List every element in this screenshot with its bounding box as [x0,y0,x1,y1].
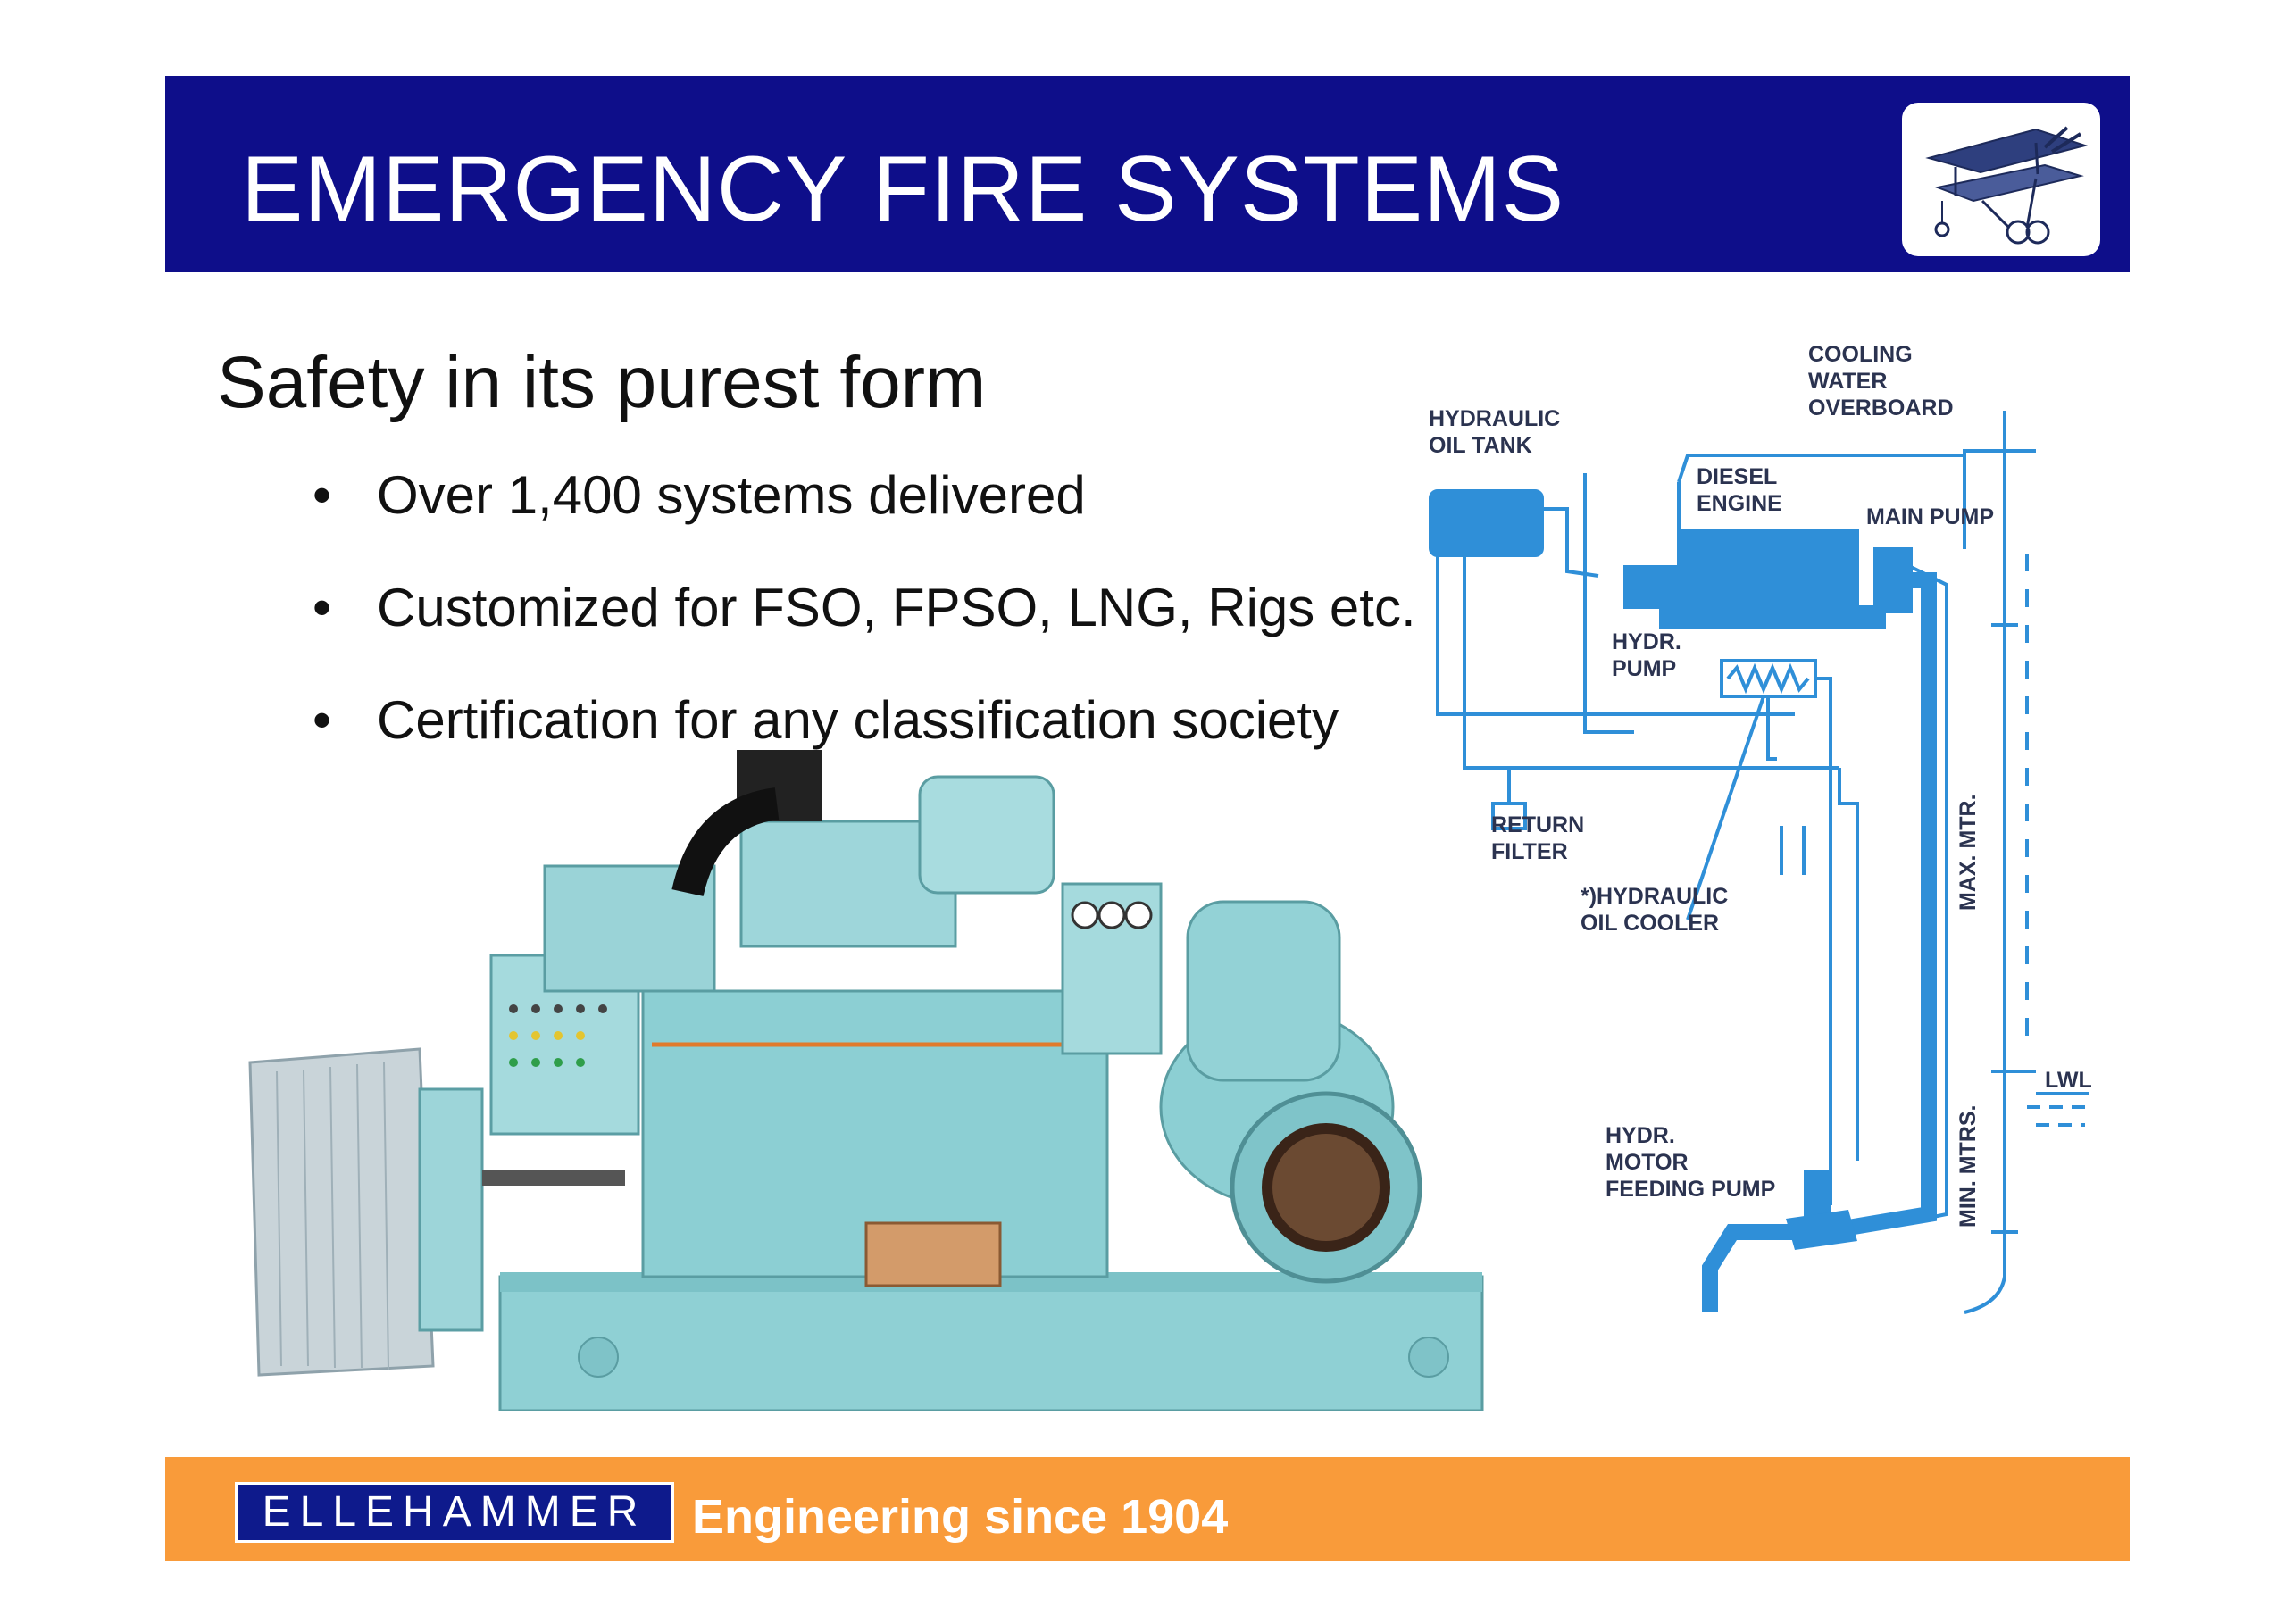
oil-tank-icon [1429,489,1544,557]
list-item: • Certification for any classification so… [313,689,1416,802]
bullet-icon: • [313,690,332,750]
label-hydraulic-oil-tank: HYDRAULIC [1429,406,1560,431]
bullet-text: Over 1,400 systems delivered [377,465,1086,525]
label-cooling-water: OVERBOARD [1808,396,1954,421]
label-oil-cooler: OIL COOLER [1581,911,1719,936]
label-oil-cooler: *)HYDRAULIC [1581,884,1728,909]
label-hydr-pump: PUMP [1612,656,1676,681]
hydraulic-pump-icon [1623,565,1681,609]
aircraft-logo [1902,103,2100,256]
system-schematic: HYDRAULIC OIL TANK COOLING WATER OVERBOA… [1429,342,2092,1314]
feature-list: • Over 1,400 systems delivered • Customize… [313,464,1416,802]
biplane-icon [1925,126,2089,245]
page-title: EMERGENCY FIRE SYSTEMS [241,137,1565,241]
label-return-filter: FILTER [1491,839,1568,864]
bullet-text: Certification for any classification soc… [377,690,1339,750]
footer-tagline: Engineering since 1904 [692,1490,1229,1544]
fire-pump-unit-photo [248,750,1484,1411]
label-feeding-pump: HYDR. [1606,1123,1675,1148]
brand-logo: ELLEHAMMER [235,1482,674,1543]
label-feeding-pump: MOTOR [1606,1150,1689,1175]
label-hydraulic-oil-tank: OIL TANK [1429,433,1532,458]
bullet-icon: • [313,465,332,525]
label-diesel-engine: ENGINE [1697,491,1782,516]
header-banner: EMERGENCY FIRE SYSTEMS [165,76,2130,272]
label-main-pump: MAIN PUMP [1866,504,1994,529]
label-cooling-water: WATER [1808,369,1887,394]
section-subtitle: Safety in its purest form [217,342,987,423]
list-item: • Over 1,400 systems delivered [313,464,1416,577]
label-feeding-pump: FEEDING PUMP [1606,1177,1775,1202]
bullet-text: Customized for FSO, FPSO, LNG, Rigs etc. [377,578,1416,637]
bullet-icon: • [313,578,332,637]
label-hydr-pump: HYDR. [1612,629,1681,654]
label-cooling-water: COOLING [1808,342,1913,367]
list-item: • Customized for FSO, FPSO, LNG, Rigs etc… [313,577,1416,689]
label-min-mtrs: MIN. MTRS. [1956,1105,1981,1228]
label-return-filter: RETURN [1491,812,1584,837]
label-max-mtr: MAX. MTR. [1956,794,1981,911]
return-filter-icon [1491,802,1527,830]
label-lwl: LWL [2045,1068,2092,1093]
footer-banner: ELLEHAMMER Engineering since 1904 [165,1457,2130,1561]
label-diesel-engine: DIESEL [1697,464,1777,489]
